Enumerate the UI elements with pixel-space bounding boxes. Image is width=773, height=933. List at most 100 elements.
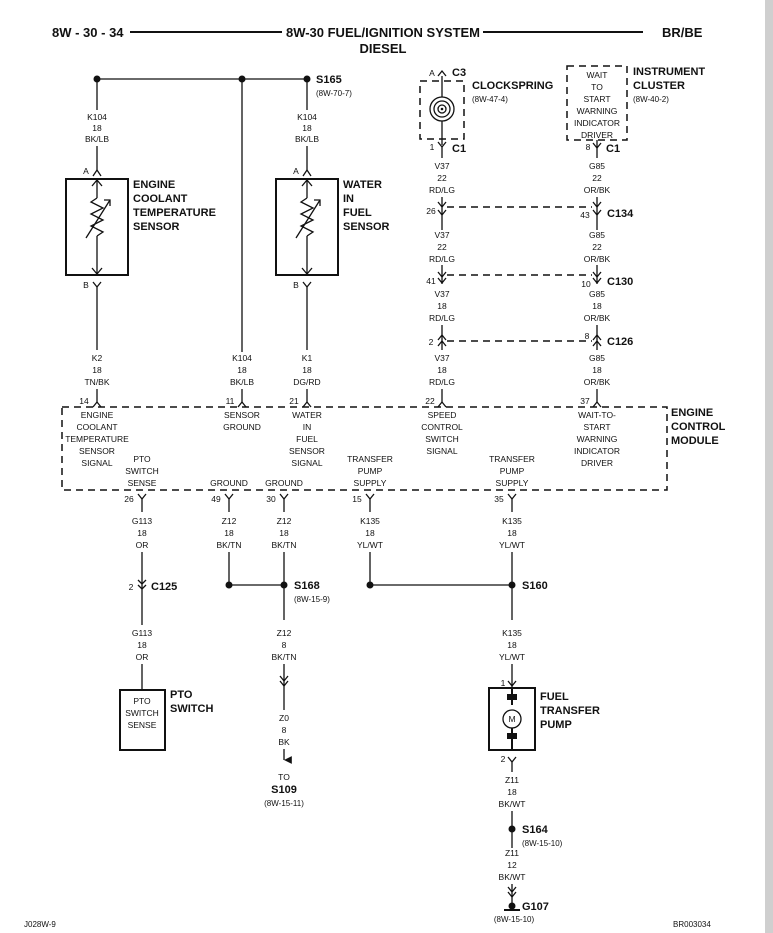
svg-text:49: 49 (211, 494, 221, 504)
s165-label: S165 (316, 74, 342, 86)
wire-k135-1: K135 18 YL/WT (357, 516, 383, 550)
wire-g85-3: G85 18 OR/BK (584, 289, 611, 323)
svg-text:22: 22 (437, 173, 447, 183)
svg-text:G85: G85 (589, 353, 605, 363)
connector-c126: 2 8 C126 (429, 331, 634, 348)
svg-text:OR/BK: OR/BK (584, 254, 611, 264)
svg-text:SENSOR: SENSOR (289, 446, 325, 456)
wire-g113-2: G113 18 OR (132, 628, 152, 662)
ground-g107: G107 (8W-15-10) (494, 901, 549, 924)
svg-text:OR: OR (136, 652, 149, 662)
ect-sensor-label-2: COOLANT (133, 193, 188, 205)
page-subtitle: DIESEL (360, 41, 407, 56)
ecm-pin-30-label: GROUND (265, 478, 303, 488)
svg-text:10: 10 (581, 279, 591, 289)
svg-text:SWITCH: SWITCH (125, 466, 159, 476)
svg-text:18: 18 (92, 123, 102, 133)
svg-text:18: 18 (92, 365, 102, 375)
wire-z0: Z0 8 BK (278, 713, 290, 747)
svg-text:12: 12 (507, 860, 517, 870)
svg-text:MODULE: MODULE (671, 435, 719, 447)
svg-text:41: 41 (426, 276, 436, 286)
svg-text:C134: C134 (607, 208, 634, 220)
svg-text:BK/LB: BK/LB (295, 134, 319, 144)
svg-text:C126: C126 (607, 336, 633, 348)
svg-text:S109: S109 (271, 784, 297, 796)
svg-text:IN: IN (303, 422, 312, 432)
svg-text:TO: TO (591, 82, 603, 92)
wire-z11-1: Z11 18 BK/WT (499, 775, 526, 809)
svg-text:Z11: Z11 (505, 848, 519, 858)
wire-z12-3: Z12 8 BK/TN (271, 628, 296, 662)
svg-text:V37: V37 (434, 230, 449, 240)
svg-text:K104: K104 (87, 112, 107, 122)
svg-text:BK/WT: BK/WT (499, 872, 526, 882)
header-right: BR/BE (662, 25, 703, 40)
wire-g113-1: G113 18 OR (132, 516, 152, 550)
svg-text:WARNING: WARNING (577, 434, 618, 444)
ect-sensor-label-3: TEMPERATURE (133, 207, 216, 219)
svg-text:26: 26 (426, 206, 436, 216)
svg-text:PUMP: PUMP (500, 466, 525, 476)
svg-text:WATER: WATER (292, 410, 322, 420)
svg-text:1: 1 (501, 678, 506, 688)
svg-text:ENGINE: ENGINE (81, 410, 114, 420)
svg-text:18: 18 (224, 528, 234, 538)
svg-text:INDICATOR: INDICATOR (574, 446, 620, 456)
svg-text:K135: K135 (502, 628, 522, 638)
svg-text:18: 18 (137, 640, 147, 650)
ecm-pin-22-label: SPEED CONTROL SWITCH SIGNAL (421, 410, 463, 456)
svg-text:PTO: PTO (170, 689, 193, 701)
svg-text:V37: V37 (434, 353, 449, 363)
svg-text:DRIVER: DRIVER (581, 458, 613, 468)
splice-s165-bus: S165 (8W-70-7) (93, 74, 352, 98)
svg-text:BK/LB: BK/LB (230, 377, 254, 387)
instrument-cluster-label-2: CLUSTER (633, 80, 685, 92)
svg-text:SENSE: SENSE (128, 478, 157, 488)
svg-text:OR: OR (136, 540, 149, 550)
page-title: 8W-30 FUEL/IGNITION SYSTEM (286, 25, 480, 40)
connector-c3: C3 (452, 67, 466, 79)
svg-text:18: 18 (592, 301, 602, 311)
instrument-cluster: WAIT TO START WARNING INDICATOR DRIVER I… (566, 65, 705, 155)
wire-v37-3: V37 18 RD/LG (429, 289, 455, 323)
svg-text:Z11: Z11 (505, 775, 519, 785)
svg-text:18: 18 (137, 528, 147, 538)
pin-ect-b: B (83, 280, 89, 290)
instrument-cluster-label-1: INSTRUMENT (633, 66, 705, 78)
ecm-pin-49-label: GROUND (210, 478, 248, 488)
clockspring-label: CLOCKSPRING (472, 80, 553, 92)
svg-text:8: 8 (585, 331, 590, 341)
svg-text:G113: G113 (132, 516, 152, 526)
svg-text:TRANSFER: TRANSFER (347, 454, 393, 464)
wire-g85-4: G85 18 OR/BK (584, 353, 611, 387)
svg-text:K2: K2 (92, 353, 103, 363)
svg-text:BK/TN: BK/TN (271, 540, 296, 550)
svg-text:FUEL: FUEL (540, 691, 569, 703)
svg-text:8: 8 (282, 640, 287, 650)
svg-text:BK/WT: BK/WT (499, 799, 526, 809)
wif-sensor: WATER IN FUEL SENSOR (275, 178, 390, 276)
svg-text:K135: K135 (360, 516, 380, 526)
svg-text:WARNING: WARNING (577, 106, 618, 116)
svg-text:35: 35 (494, 494, 504, 504)
svg-text:SWITCH: SWITCH (125, 708, 159, 718)
s165-ref: (8W-70-7) (316, 89, 352, 98)
splice-s160: S160 (366, 580, 548, 592)
pto-switch: PTO SWITCH SENSE PTO SWITCH (119, 689, 213, 751)
svg-text:G113: G113 (132, 628, 152, 638)
ect-sensor: ENGINE COOLANT TEMPERATURE SENSOR (65, 178, 216, 276)
svg-text:SIGNAL: SIGNAL (81, 458, 112, 468)
svg-text:15: 15 (352, 494, 362, 504)
wire-z12-2: Z12 18 BK/TN (271, 516, 296, 550)
svg-text:YL/WT: YL/WT (499, 652, 525, 662)
ect-sensor-label-4: SENSOR (133, 221, 180, 233)
svg-text:22: 22 (592, 173, 602, 183)
wire-g85-2: G85 22 OR/BK (584, 230, 611, 264)
svg-text:ENGINE: ENGINE (671, 407, 713, 419)
inline-connector (279, 675, 289, 688)
inline-connector (507, 886, 517, 899)
wire-k2: K2 18 TN/BK (84, 353, 109, 387)
svg-text:SENSOR: SENSOR (79, 446, 115, 456)
splice-s164: S164 (8W-15-10) (508, 824, 563, 848)
